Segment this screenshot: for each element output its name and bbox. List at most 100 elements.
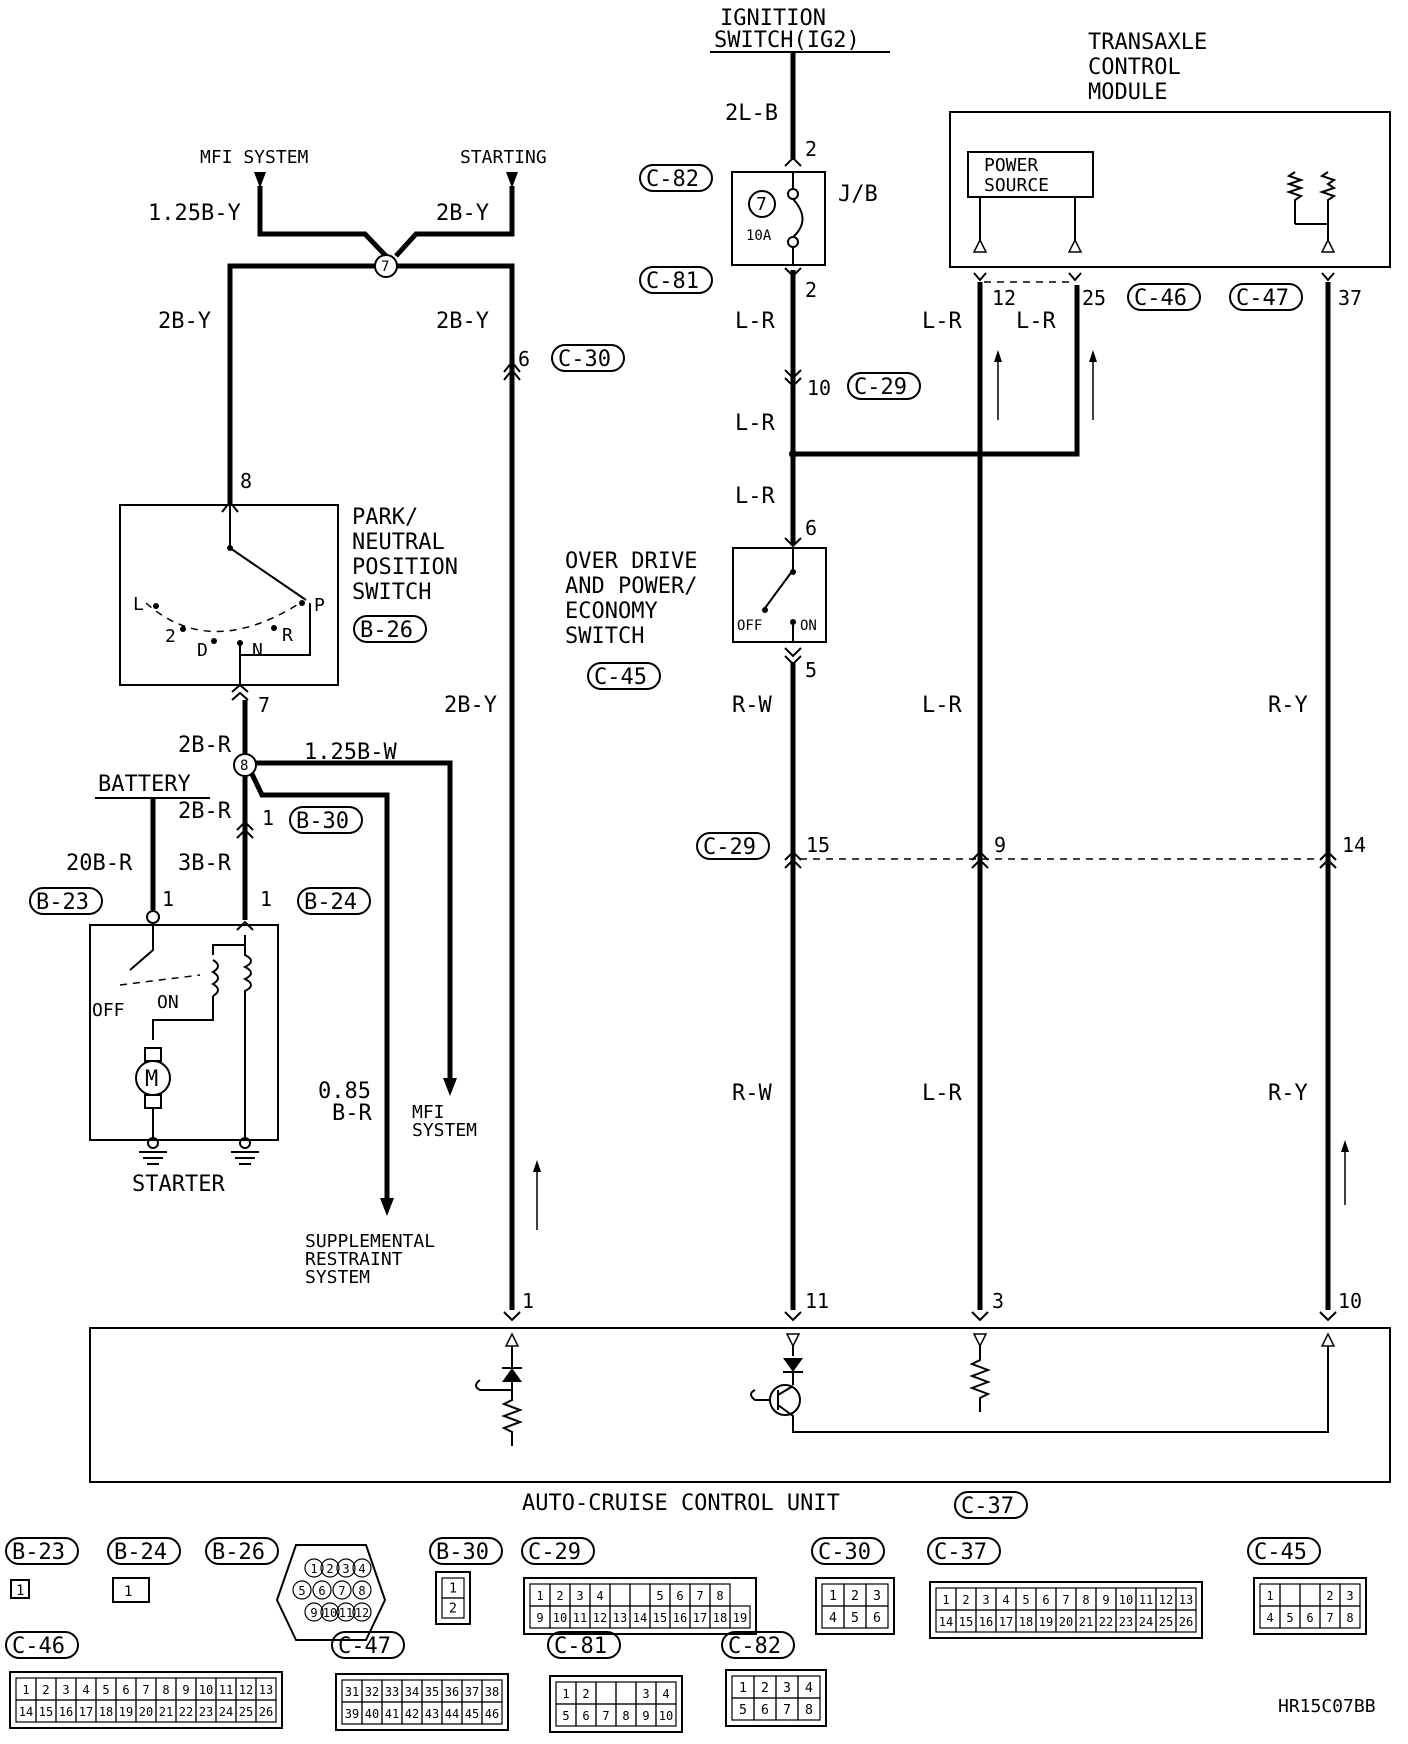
- wire-label-2by-top: 2B-Y: [436, 201, 489, 226]
- srs-label-3: SYSTEM: [305, 1267, 370, 1288]
- legend-c30-oval: [811, 1537, 885, 1565]
- od-switch-box: [732, 547, 827, 643]
- wire-label-2by-mid: 2B-Y: [444, 693, 497, 718]
- legend-pin: 5: [1286, 1611, 1293, 1625]
- connector-b24-oval: [297, 887, 371, 915]
- legend-pin: 4: [805, 1681, 813, 1696]
- legend-pin: 35: [425, 1685, 439, 1699]
- svg-text:4: 4: [358, 1562, 365, 1576]
- legend-pin: 23: [1119, 1615, 1133, 1629]
- svg-text:8: 8: [358, 1584, 365, 1598]
- legend-pin: 37: [465, 1685, 479, 1699]
- legend-pin: 1: [1266, 1589, 1273, 1603]
- wire-125bw: [256, 760, 453, 1080]
- legend-pin: 6: [873, 1611, 881, 1626]
- legend-pin: 9: [642, 1709, 649, 1723]
- legend-pin: 17: [79, 1705, 93, 1719]
- junction-8-label: 8: [240, 758, 248, 774]
- wire-085br: [249, 772, 390, 1200]
- connector-b30-oval: [289, 806, 363, 834]
- legend-pin: 16: [979, 1615, 993, 1629]
- svg-text:12: 12: [355, 1606, 369, 1620]
- legend-pin: 1: [942, 1593, 949, 1607]
- legend-pin: 5: [656, 1589, 663, 1603]
- pin-c29-14: 14: [1342, 833, 1366, 857]
- legend-pin: 5: [739, 1703, 747, 1718]
- legend-pin: 20: [139, 1705, 153, 1719]
- connector-c30-label: C-30: [558, 347, 611, 372]
- wire-label-ry-low: R-Y: [1268, 1081, 1308, 1106]
- fuse-icon: [792, 172, 804, 265]
- wire-label-rw-low: R-W: [732, 1081, 772, 1106]
- legend-b24-connector: [112, 1577, 150, 1603]
- legend-b23-oval: [5, 1537, 79, 1565]
- legend-pin: 3: [62, 1683, 69, 1697]
- legend-pin: 3: [873, 1589, 881, 1604]
- legend-c82-label: C-82: [728, 1634, 781, 1659]
- legend-pin: 44: [445, 1707, 459, 1721]
- power-source-box: [967, 151, 1094, 198]
- legend-pin: 8: [1346, 1611, 1353, 1625]
- wire-2by-left: [227, 263, 375, 505]
- wire-label-lr-low: L-R: [922, 1081, 962, 1106]
- power-source-leads: [979, 197, 1076, 240]
- starter-coil-2: [242, 935, 252, 1138]
- legend-pin: 6: [761, 1703, 769, 1718]
- legend-pin: 8: [162, 1683, 169, 1697]
- starter-ground-1-icon: [139, 1151, 167, 1165]
- pin-od-6: 6: [805, 516, 817, 540]
- legend-pin: 25: [1159, 1615, 1173, 1629]
- legend-pin: 17: [999, 1615, 1013, 1629]
- motor-label: M: [145, 1067, 158, 1092]
- legend-pin: 6: [582, 1709, 589, 1723]
- pn-wiper: [229, 547, 307, 601]
- diagram-id: HR15C07BB: [1278, 1696, 1376, 1717]
- legend-pin: 5: [1022, 1593, 1029, 1607]
- legend-pin: 3: [1346, 1589, 1353, 1603]
- legend-pin: 2: [42, 1683, 49, 1697]
- connector-c46-label: C-46: [1134, 286, 1187, 311]
- wire-label-ry-mid: R-Y: [1268, 693, 1308, 718]
- legend-pin: 24: [219, 1705, 233, 1719]
- legend-pin: 8: [1082, 1593, 1089, 1607]
- pin-c46-12: 12: [992, 286, 1016, 310]
- fuse-number: 7: [756, 194, 767, 215]
- pin-acc-1: 1: [522, 1289, 534, 1313]
- legend-pin: 43: [425, 1707, 439, 1721]
- c29-mark-9: [971, 850, 989, 869]
- legend-c45-label: C-45: [1254, 1540, 1307, 1565]
- legend-pin: 4: [829, 1611, 837, 1626]
- srs-label-1: SUPPLEMENTAL: [305, 1231, 435, 1252]
- legend-pin: 6: [122, 1683, 129, 1697]
- jb-top-mark: [784, 156, 802, 167]
- legend-pin: 12: [1159, 1593, 1173, 1607]
- starter-terminal-b: [146, 910, 160, 924]
- pin-b30-1: 1: [262, 806, 274, 830]
- wire-label-20br: 20B-R: [66, 851, 133, 876]
- starter-link: [119, 974, 201, 986]
- connector-c29a-oval: [847, 372, 921, 400]
- current-arrow-2-head-icon: [994, 350, 1002, 362]
- pn-label-4: SWITCH: [352, 580, 431, 605]
- connector-c81-label: C-81: [646, 269, 699, 294]
- starter-group: 2B-R 8 1.25B-W 2B-R 1 B-30 BATTERY 20B-R…: [29, 700, 477, 1288]
- legend-pin: 17: [693, 1611, 707, 1625]
- legend-pin: 31: [345, 1685, 359, 1699]
- power-source-label-2: SOURCE: [984, 175, 1049, 196]
- wire-label-2br-b: 2B-R: [178, 799, 232, 824]
- connector-c46-oval: [1127, 283, 1201, 311]
- wire-lr-to-tcm25: [793, 285, 1080, 457]
- srs-label-2: RESTRAINT: [305, 1249, 403, 1270]
- od-bottom-mark: [784, 647, 802, 666]
- pn-pos-2: 2: [165, 626, 176, 647]
- legend-pin: 21: [1079, 1615, 1093, 1629]
- acc-unit-group: 1 11 3 10 AUTO-CRUISE CONTROL UNIT C-37: [89, 1289, 1391, 1519]
- legend-pin: 1: [739, 1681, 747, 1696]
- legend-pin: 4: [82, 1683, 89, 1697]
- legend-pin: 2: [449, 1601, 457, 1616]
